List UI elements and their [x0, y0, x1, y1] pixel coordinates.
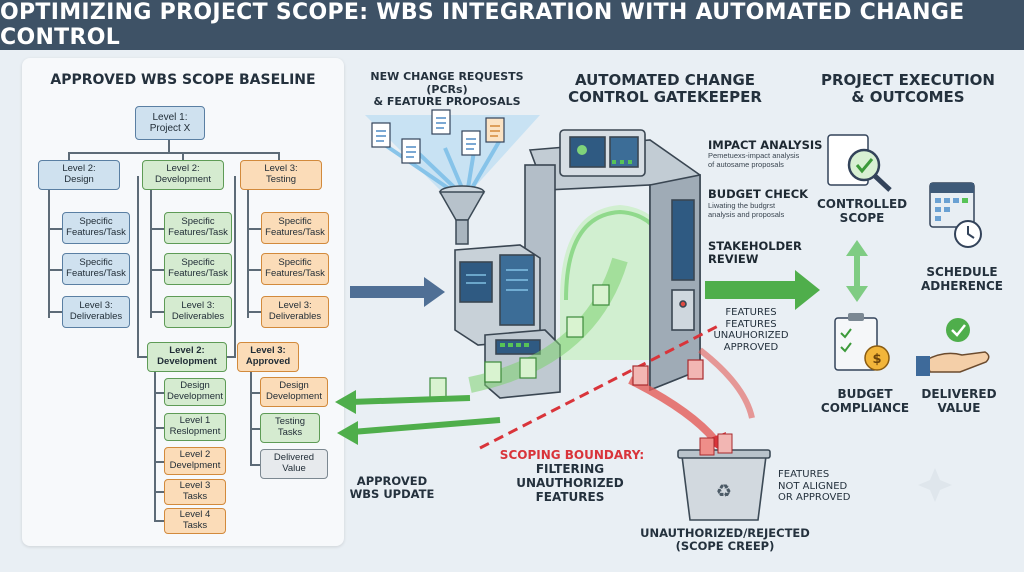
svg-text:$: $	[872, 352, 881, 367]
wbs-sub2-item: Delivered Value	[260, 449, 328, 479]
magnifier-check-icon	[827, 134, 892, 192]
wbs-root-box: Level 1: Project X	[135, 106, 205, 140]
wbs-col1-item: Level 3: Deliverables	[62, 296, 130, 328]
scoping-boundary-desc: FILTERING UNAUTHORIZED FEATURES	[516, 462, 624, 504]
impact-analysis-desc: Pemetuexs-impact analysis of autosame pr…	[708, 151, 800, 169]
wbs-col2-item: Specific Features/Task	[164, 253, 232, 285]
wbs-sub2-item: Design Development	[260, 377, 328, 407]
wbs-sub1-item: Level 1 Reslopment	[164, 413, 226, 441]
scoping-boundary-title: SCOPING BOUNDARY:	[499, 448, 645, 462]
wbs-sub1-item: Level 4 Tasks	[164, 508, 226, 534]
wbs-col2-item: Level 3: Deliverables	[164, 296, 232, 328]
gatekeeper-heading: AUTOMATED CHANGE CONTROL GATEKEEPER	[568, 71, 762, 107]
recycle-bin-icon: ♻	[677, 433, 771, 521]
delivered-value-label: DELIVERED VALUE	[921, 387, 997, 415]
budget-check-desc: Liwating the budgrst analysis and propos…	[708, 201, 785, 219]
calendar-clock-icon	[929, 182, 982, 248]
clipboard-coin-icon: $	[834, 313, 890, 371]
intake-label: NEW CHANGE REQUESTS (PCRs) & FEATURE PRO…	[370, 70, 524, 109]
wbs-sub2-item: Testing Tasks	[260, 413, 320, 443]
schedule-adherence-label: SCHEDULE ADHERENCE	[921, 265, 1003, 293]
title-bar: OPTIMIZING PROJECT SCOPE: WBS INTEGRATIO…	[0, 0, 1024, 50]
page-title: OPTIMIZING PROJECT SCOPE: WBS INTEGRATIO…	[0, 0, 965, 50]
wbs-col1-item: Specific Features/Task	[62, 212, 130, 244]
wbs-sub1-item: Level 3 Tasks	[164, 479, 226, 505]
document-icon	[371, 122, 391, 148]
wbs-sub2-head: Level 3: Approved	[237, 342, 299, 372]
wbs-col3-item: Specific Features/Task	[261, 253, 329, 285]
funnel-icon	[438, 185, 486, 245]
wbs-col2-item: Specific Features/Task	[164, 212, 232, 244]
wbs-sub1-head: Level 2: Development	[147, 342, 227, 372]
hand-check-icon	[916, 318, 990, 376]
wbs-col3-item: Level 3: Deliverables	[261, 296, 329, 328]
wbs-col3-item: Specific Features/Task	[261, 212, 329, 244]
approved-update-label: APPROVED WBS UPDATE	[349, 474, 435, 502]
approved-arrows	[335, 390, 501, 445]
budget-check-title: BUDGET CHECK	[708, 187, 809, 201]
wbs-col1-head: Level 2: Design	[38, 160, 120, 190]
rejected-label: UNAUTHORIZED/REJECTED (SCOPE CREEP)	[640, 526, 810, 554]
budget-compliance-label: BUDGET COMPLIANCE	[820, 387, 910, 415]
svg-text:♻: ♻	[716, 481, 732, 502]
double-arrow-icon	[846, 240, 868, 302]
wbs-sub1-item: Design Development	[164, 378, 226, 406]
outcomes-heading: PROJECT EXECUTION & OUTCOMES	[821, 71, 995, 107]
wbs-col3-head: Level 3: Testing	[240, 160, 322, 190]
features-note: FEATURES FEATURES UNAUHORIZED APPROVED	[713, 307, 789, 353]
wbs-col2-head: Level 2: Development	[142, 160, 224, 190]
stakeholder-review-title: STAKEHOLDER REVIEW	[708, 239, 802, 267]
wbs-col1-item: Specific Features/Task	[62, 253, 130, 285]
impact-analysis-title: IMPACT ANALYSIS	[708, 138, 823, 152]
wbs-sub1-item: Level 2 Develpment	[164, 447, 226, 475]
controlled-scope-label: CONTROLLED SCOPE	[817, 197, 908, 225]
rejected-note: FEATURES NOT ALIGNED OR APPROVED	[778, 469, 851, 503]
wbs-heading: APPROVED WBS SCOPE BASELINE	[50, 72, 316, 88]
